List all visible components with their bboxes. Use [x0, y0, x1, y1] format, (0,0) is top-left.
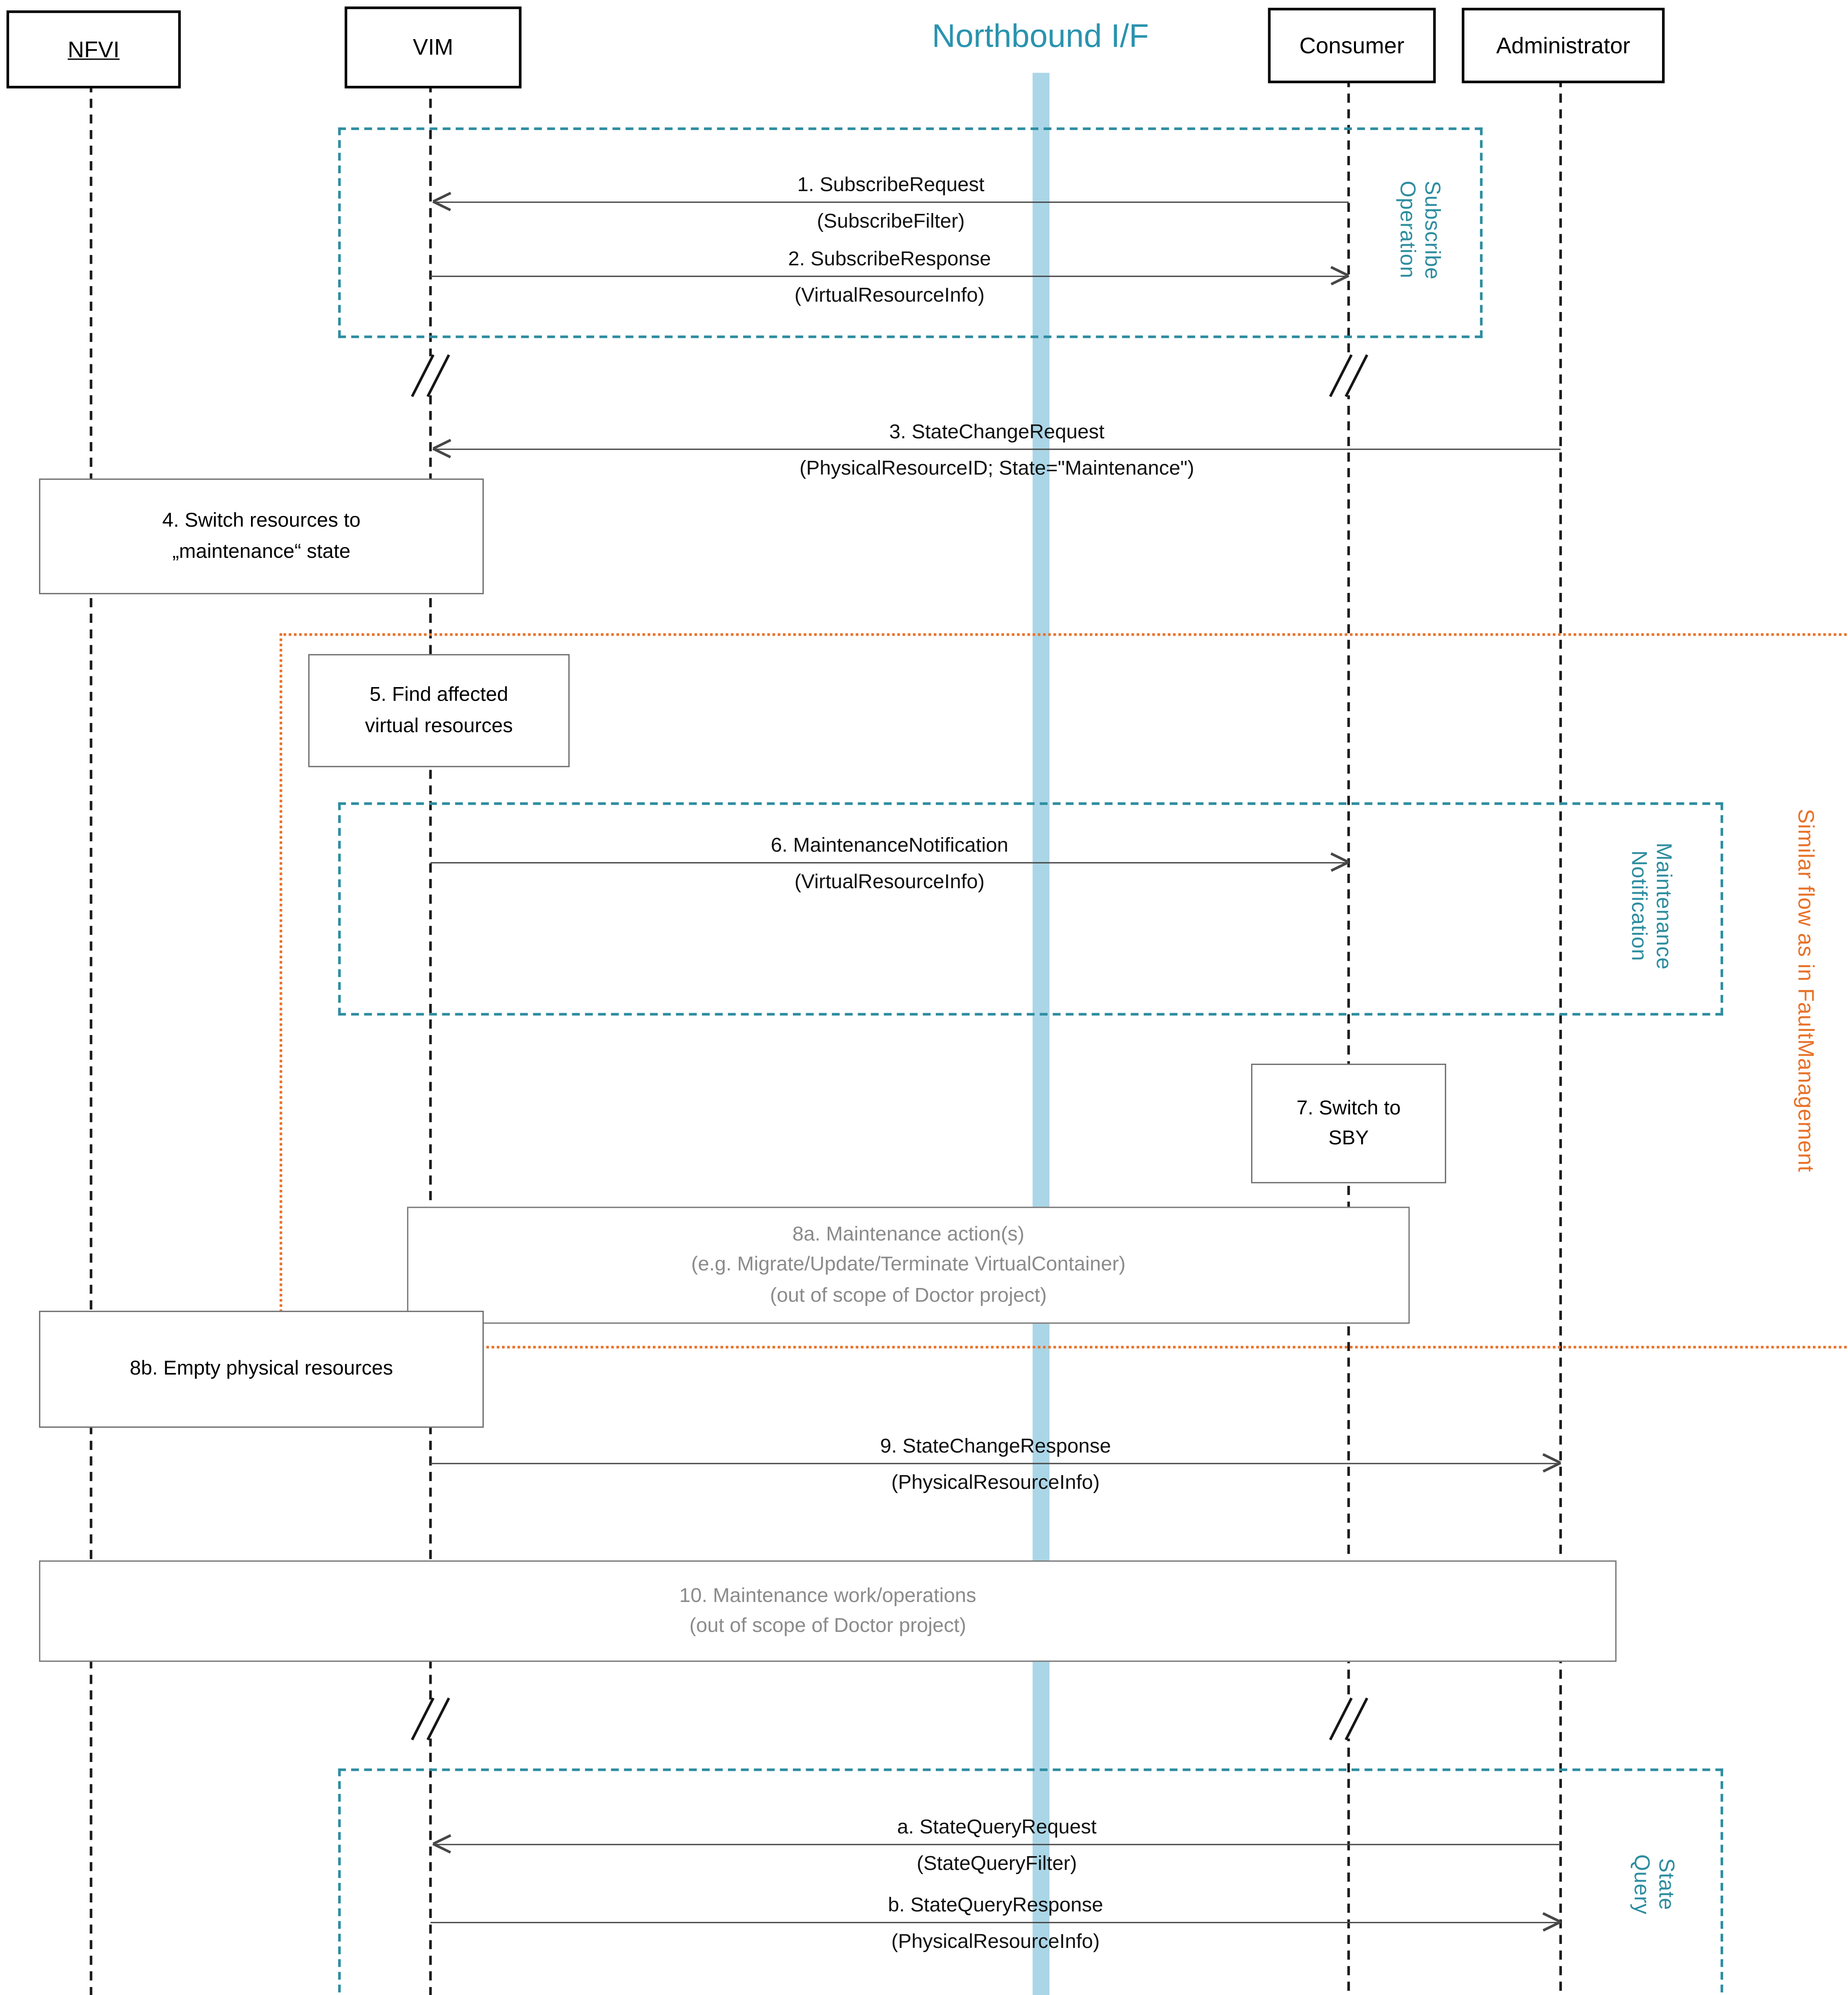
activity-line: SBY [1328, 1127, 1369, 1150]
message-6-maintenance-notification: 6. MaintenanceNotification (VirtualResou… [430, 835, 1349, 893]
activity-line: (e.g. Migrate/Update/Terminate VirtualCo… [691, 1254, 1126, 1276]
lifeline-administrator [1559, 78, 1562, 1995]
message-params: (PhysicalResourceInfo) [891, 1931, 1100, 1954]
activity-8a-maintenance-actions: 8a. Maintenance action(s) (e.g. Migrate/… [407, 1207, 1410, 1324]
activity-7-switch-to-sby: 7. Switch to SBY [1251, 1063, 1447, 1183]
message-label: b. StateQueryResponse [888, 1894, 1103, 1917]
message-label: 2. SubscribeResponse [788, 248, 991, 271]
northbound-title: Northbound I/F [932, 18, 1149, 55]
message-label: 3. StateChangeRequest [889, 421, 1105, 444]
actor-vim: VIM [344, 6, 522, 89]
activity-line: 7. Switch to [1297, 1097, 1401, 1120]
message-label: a. StateQueryRequest [897, 1816, 1097, 1839]
state-query-label-line2: Query [1629, 1854, 1653, 1914]
group-state-query-label: State Query [1628, 1779, 1678, 1989]
lifeline-consumer [1347, 78, 1350, 1995]
message-label: 6. MaintenanceNotification [771, 835, 1008, 857]
actor-vim-label: VIM [413, 34, 453, 60]
maintenance-label-line1: Maintenance [1651, 843, 1675, 970]
activity-5-find-affected-resources: 5. Find affected virtual resources [308, 654, 570, 767]
activity-line: 4. Switch resources to [162, 510, 361, 532]
message-params: (VirtualResourceInfo) [794, 284, 985, 307]
lifeline-nfvi [89, 83, 93, 1995]
message-params: (SubscribeFilter) [817, 210, 965, 233]
activity-line: 8b. Empty physical resources [130, 1358, 393, 1381]
actor-nfvi-label: NFVI [67, 36, 120, 62]
activity-line: 10. Maintenance work/operations [679, 1584, 976, 1607]
actor-consumer-label: Consumer [1299, 32, 1405, 58]
message-2-subscribe-response: 2. SubscribeResponse (VirtualResourceInf… [430, 248, 1349, 307]
message-a-state-query-request: a. StateQueryRequest (StateQueryFilter) [433, 1817, 1561, 1875]
group-maintenance-notification-frame [338, 802, 1723, 1016]
lifeline-break-consumer-1 [1326, 354, 1371, 397]
actor-administrator: Administrator [1462, 8, 1665, 83]
subscribe-label-line1: Subscribe [1420, 180, 1444, 280]
activity-10-maintenance-work: 10. Maintenance work/operations (out of … [39, 1560, 1617, 1662]
message-label: 1. SubscribeRequest [797, 174, 984, 197]
message-9-state-change-response: 9. StateChangeResponse (PhysicalResource… [430, 1436, 1561, 1494]
activity-line: (out of scope of Doctor project) [689, 1615, 966, 1637]
activity-line: (out of scope of Doctor project) [770, 1284, 1047, 1307]
northbound-lifeline [1032, 73, 1050, 1995]
message-params: (VirtualResourceInfo) [794, 871, 985, 893]
subscribe-label-line2: Operation [1395, 181, 1419, 279]
activity-line: „maintenance“ state [172, 540, 351, 563]
activity-4-switch-resources: 4. Switch resources to „maintenance“ sta… [39, 478, 484, 595]
lifeline-break-vim-1 [408, 354, 453, 397]
similar-flow-text: Similar flow as in FaultManagement [1793, 809, 1818, 1173]
activity-line: 8a. Maintenance action(s) [792, 1224, 1025, 1246]
lifeline-break-vim-2 [408, 1697, 453, 1741]
group-similar-flow-label: Similar flow as in FaultManagement [1792, 770, 1818, 1212]
message-b-state-query-response: b. StateQueryResponse (PhysicalResourceI… [430, 1894, 1561, 1953]
state-query-label-line1: State [1654, 1858, 1678, 1910]
actor-nfvi: NFVI [6, 10, 181, 89]
group-subscribe-operation-frame [338, 127, 1483, 338]
lifeline-break-consumer-2 [1326, 1697, 1371, 1741]
actor-consumer: Consumer [1268, 8, 1436, 83]
message-3-state-change-request: 3. StateChangeRequest (PhysicalResourceI… [433, 421, 1561, 480]
message-params: (PhysicalResourceInfo) [891, 1472, 1100, 1494]
lifeline-vim [429, 83, 432, 1995]
message-1-subscribe-request: 1. SubscribeRequest (SubscribeFilter) [433, 174, 1349, 233]
message-params: (StateQueryFilter) [917, 1853, 1077, 1875]
activity-8b-empty-physical-resources: 8b. Empty physical resources [39, 1311, 484, 1428]
group-similar-flow-frame [279, 633, 1848, 1349]
actor-administrator-label: Administrator [1496, 32, 1631, 58]
message-label: 9. StateChangeResponse [880, 1435, 1111, 1458]
message-params: (PhysicalResourceID; State="Maintenance"… [799, 458, 1194, 480]
group-subscribe-operation-label: Subscribe Operation [1394, 135, 1444, 325]
group-state-query-frame [338, 1768, 1723, 1995]
group-maintenance-notification-label: Maintenance Notification [1626, 809, 1675, 1004]
activity-line: 5. Find affected [370, 684, 508, 707]
maintenance-label-line2: Notification [1627, 851, 1650, 962]
activity-line: virtual resources [365, 714, 513, 737]
